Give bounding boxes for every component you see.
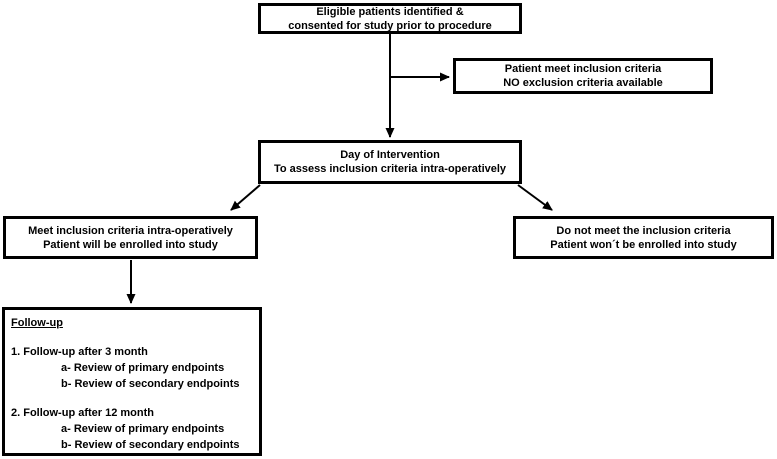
followup-box: Follow-up 1. Follow-up after 3 month a- …	[2, 307, 262, 456]
followup-item1: 1. Follow-up after 3 month	[11, 346, 148, 358]
intervention-line2: To assess inclusion criteria intra-opera…	[273, 163, 507, 175]
not-enrolled-line2: Patient won´t be enrolled into study	[550, 238, 737, 251]
followup-item1b: b- Review of secondary endpoints	[61, 378, 240, 390]
enrolled-line2: Patient will be enrolled into study	[43, 238, 218, 251]
eligible-line2: consented for study prior to procedure	[288, 19, 492, 32]
followup-item2a: a- Review of primary endpoints	[61, 423, 225, 435]
not-enrolled-box: Do not meet the inclusion criteria Patie…	[513, 216, 774, 259]
inclusion-criteria-box: Patient meet inclusion criteria NO exclu…	[453, 58, 713, 94]
inclusion-line2: NO exclusion criteria available	[503, 77, 663, 89]
enrolled-box: Meet inclusion criteria intra-operativel…	[3, 216, 258, 259]
followup-item2b: b- Review of secondary endpoints	[61, 439, 240, 451]
inclusion-line1: Patient meet inclusion criteria	[504, 63, 662, 75]
day-of-intervention-box: Day of Intervention To assess inclusion …	[258, 140, 522, 184]
arrow-intervention-to-not-enrolled	[517, 184, 553, 211]
not-enrolled-line1: Do not meet the inclusion criteria	[556, 224, 731, 237]
followup-title: Follow-up	[11, 317, 63, 329]
followup-item1a: a- Review of primary endpoints	[61, 362, 225, 374]
followup-item2: 2. Follow-up after 12 month	[11, 407, 155, 419]
arrow-intervention-to-enrolled	[230, 184, 261, 211]
intervention-line1: Day of Intervention	[340, 149, 440, 161]
eligible-patients-box: Eligible patients identified & consented…	[258, 3, 522, 34]
enrolled-line1: Meet inclusion criteria intra-operativel…	[28, 224, 233, 237]
eligible-line1: Eligible patients identified &	[316, 5, 464, 18]
